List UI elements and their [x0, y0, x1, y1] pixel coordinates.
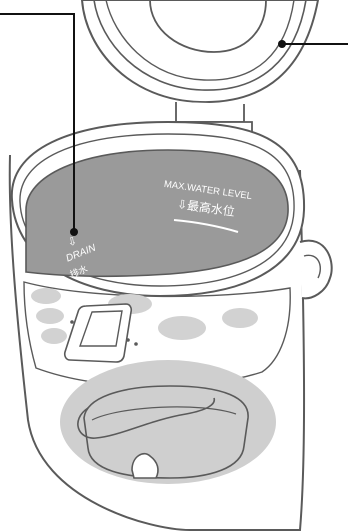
panel-button-left-mid [36, 308, 64, 324]
lid [82, 0, 318, 102]
panel-button-far-right [222, 308, 258, 328]
side-handle [300, 241, 332, 299]
base-oval [60, 360, 276, 484]
panel-button-left-top [31, 288, 61, 304]
pot-base [60, 360, 276, 484]
panel-indicator-dot [134, 342, 138, 346]
panel-button-left-bottom [41, 328, 67, 344]
panel-button-right-large [158, 316, 206, 340]
panel-indicator-dot [70, 320, 74, 324]
